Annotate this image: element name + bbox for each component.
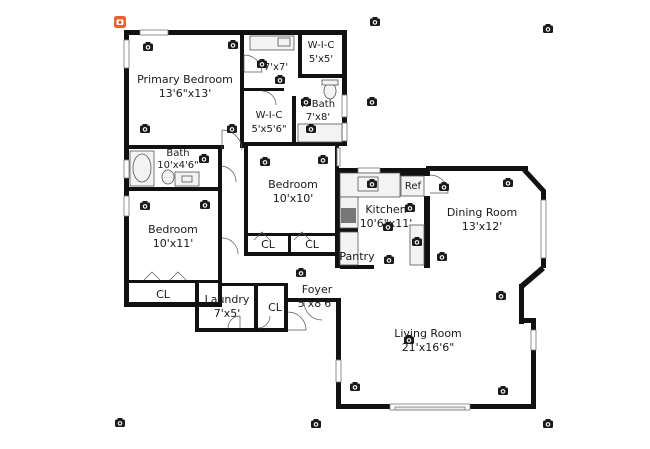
- room-size-primary-bath: 7'x8': [306, 112, 330, 123]
- camera-icon[interactable]: [260, 157, 270, 166]
- camera-icon[interactable]: [384, 255, 394, 264]
- room-size-dining-room: 13'x12': [462, 220, 503, 233]
- room-labels: Primary Bedroom 13'6"x13' W-I-C 5'x5' 7'…: [137, 40, 517, 354]
- camera-icon[interactable]: [350, 382, 360, 391]
- room-name-laundry: Laundry: [205, 293, 250, 306]
- camera-icon[interactable]: [318, 155, 328, 164]
- room-size-wic-1: 5'x5': [309, 54, 333, 65]
- camera-icon[interactable]: [496, 291, 506, 300]
- doors: [143, 54, 449, 331]
- camera-icon[interactable]: [199, 154, 209, 163]
- camera-icon[interactable]: [367, 97, 377, 106]
- camera-icon[interactable]: [257, 59, 267, 68]
- camera-icon[interactable]: [296, 268, 306, 277]
- camera-icon[interactable]: [543, 419, 553, 428]
- room-name-pantry: Pantry: [339, 250, 375, 263]
- camera-icon[interactable]: [200, 200, 210, 209]
- camera-icon-accent[interactable]: [114, 16, 126, 28]
- camera-icon[interactable]: [498, 386, 508, 395]
- room-size-primary-bedroom: 13'6"x13': [159, 87, 212, 100]
- room-name-wic-1: W-I-C: [308, 40, 335, 51]
- room-name-primary-bedroom: Primary Bedroom: [137, 73, 233, 86]
- room-name-wic-2: W-I-C: [256, 110, 283, 121]
- room-name-cl-2: CL: [305, 238, 320, 251]
- camera-icon[interactable]: [140, 124, 150, 133]
- camera-icon[interactable]: [503, 178, 513, 187]
- camera-icon[interactable]: [228, 40, 238, 49]
- room-size-wic-2: 5'x5'6": [251, 124, 286, 135]
- camera-icon[interactable]: [370, 17, 380, 26]
- camera-icon[interactable]: [143, 42, 153, 51]
- room-name-kitchen: Kitchen: [365, 203, 406, 216]
- camera-icon[interactable]: [140, 201, 150, 210]
- windows: [123, 29, 547, 411]
- room-name-primary-bath: P. Bath: [301, 99, 335, 110]
- room-size-living-room: 21'x16'6": [402, 341, 455, 354]
- room-size-foyer: 5'x8'6": [298, 297, 337, 310]
- camera-icon[interactable]: [543, 24, 553, 33]
- room-name-foyer: Foyer: [302, 283, 333, 296]
- camera-icon[interactable]: [439, 182, 449, 191]
- room-name-cl-3: CL: [156, 288, 171, 301]
- camera-icon[interactable]: [437, 252, 447, 261]
- room-size-bath: 10'x4'6": [157, 160, 198, 171]
- room-name-cl-4: CL: [268, 301, 283, 314]
- room-size-7x7: 7'x7': [264, 62, 288, 73]
- room-size-bedroom-3: 10'x11': [153, 237, 194, 250]
- room-name-dining-room: Dining Room: [447, 206, 517, 219]
- room-size-bedroom-2: 10'x10': [273, 192, 314, 205]
- camera-icon[interactable]: [115, 418, 125, 427]
- room-name-bath: Bath: [166, 148, 189, 159]
- room-size-laundry: 7'x5': [214, 307, 241, 320]
- room-name-cl-1: CL: [261, 238, 276, 251]
- camera-icon[interactable]: [275, 75, 285, 84]
- room-name-bedroom-2: Bedroom: [268, 178, 318, 191]
- room-name-ref: Ref: [405, 181, 422, 192]
- room-name-bedroom-3: Bedroom: [148, 223, 198, 236]
- camera-icon[interactable]: [227, 124, 237, 133]
- camera-icon[interactable]: [311, 419, 321, 428]
- camera-icons[interactable]: [114, 16, 553, 428]
